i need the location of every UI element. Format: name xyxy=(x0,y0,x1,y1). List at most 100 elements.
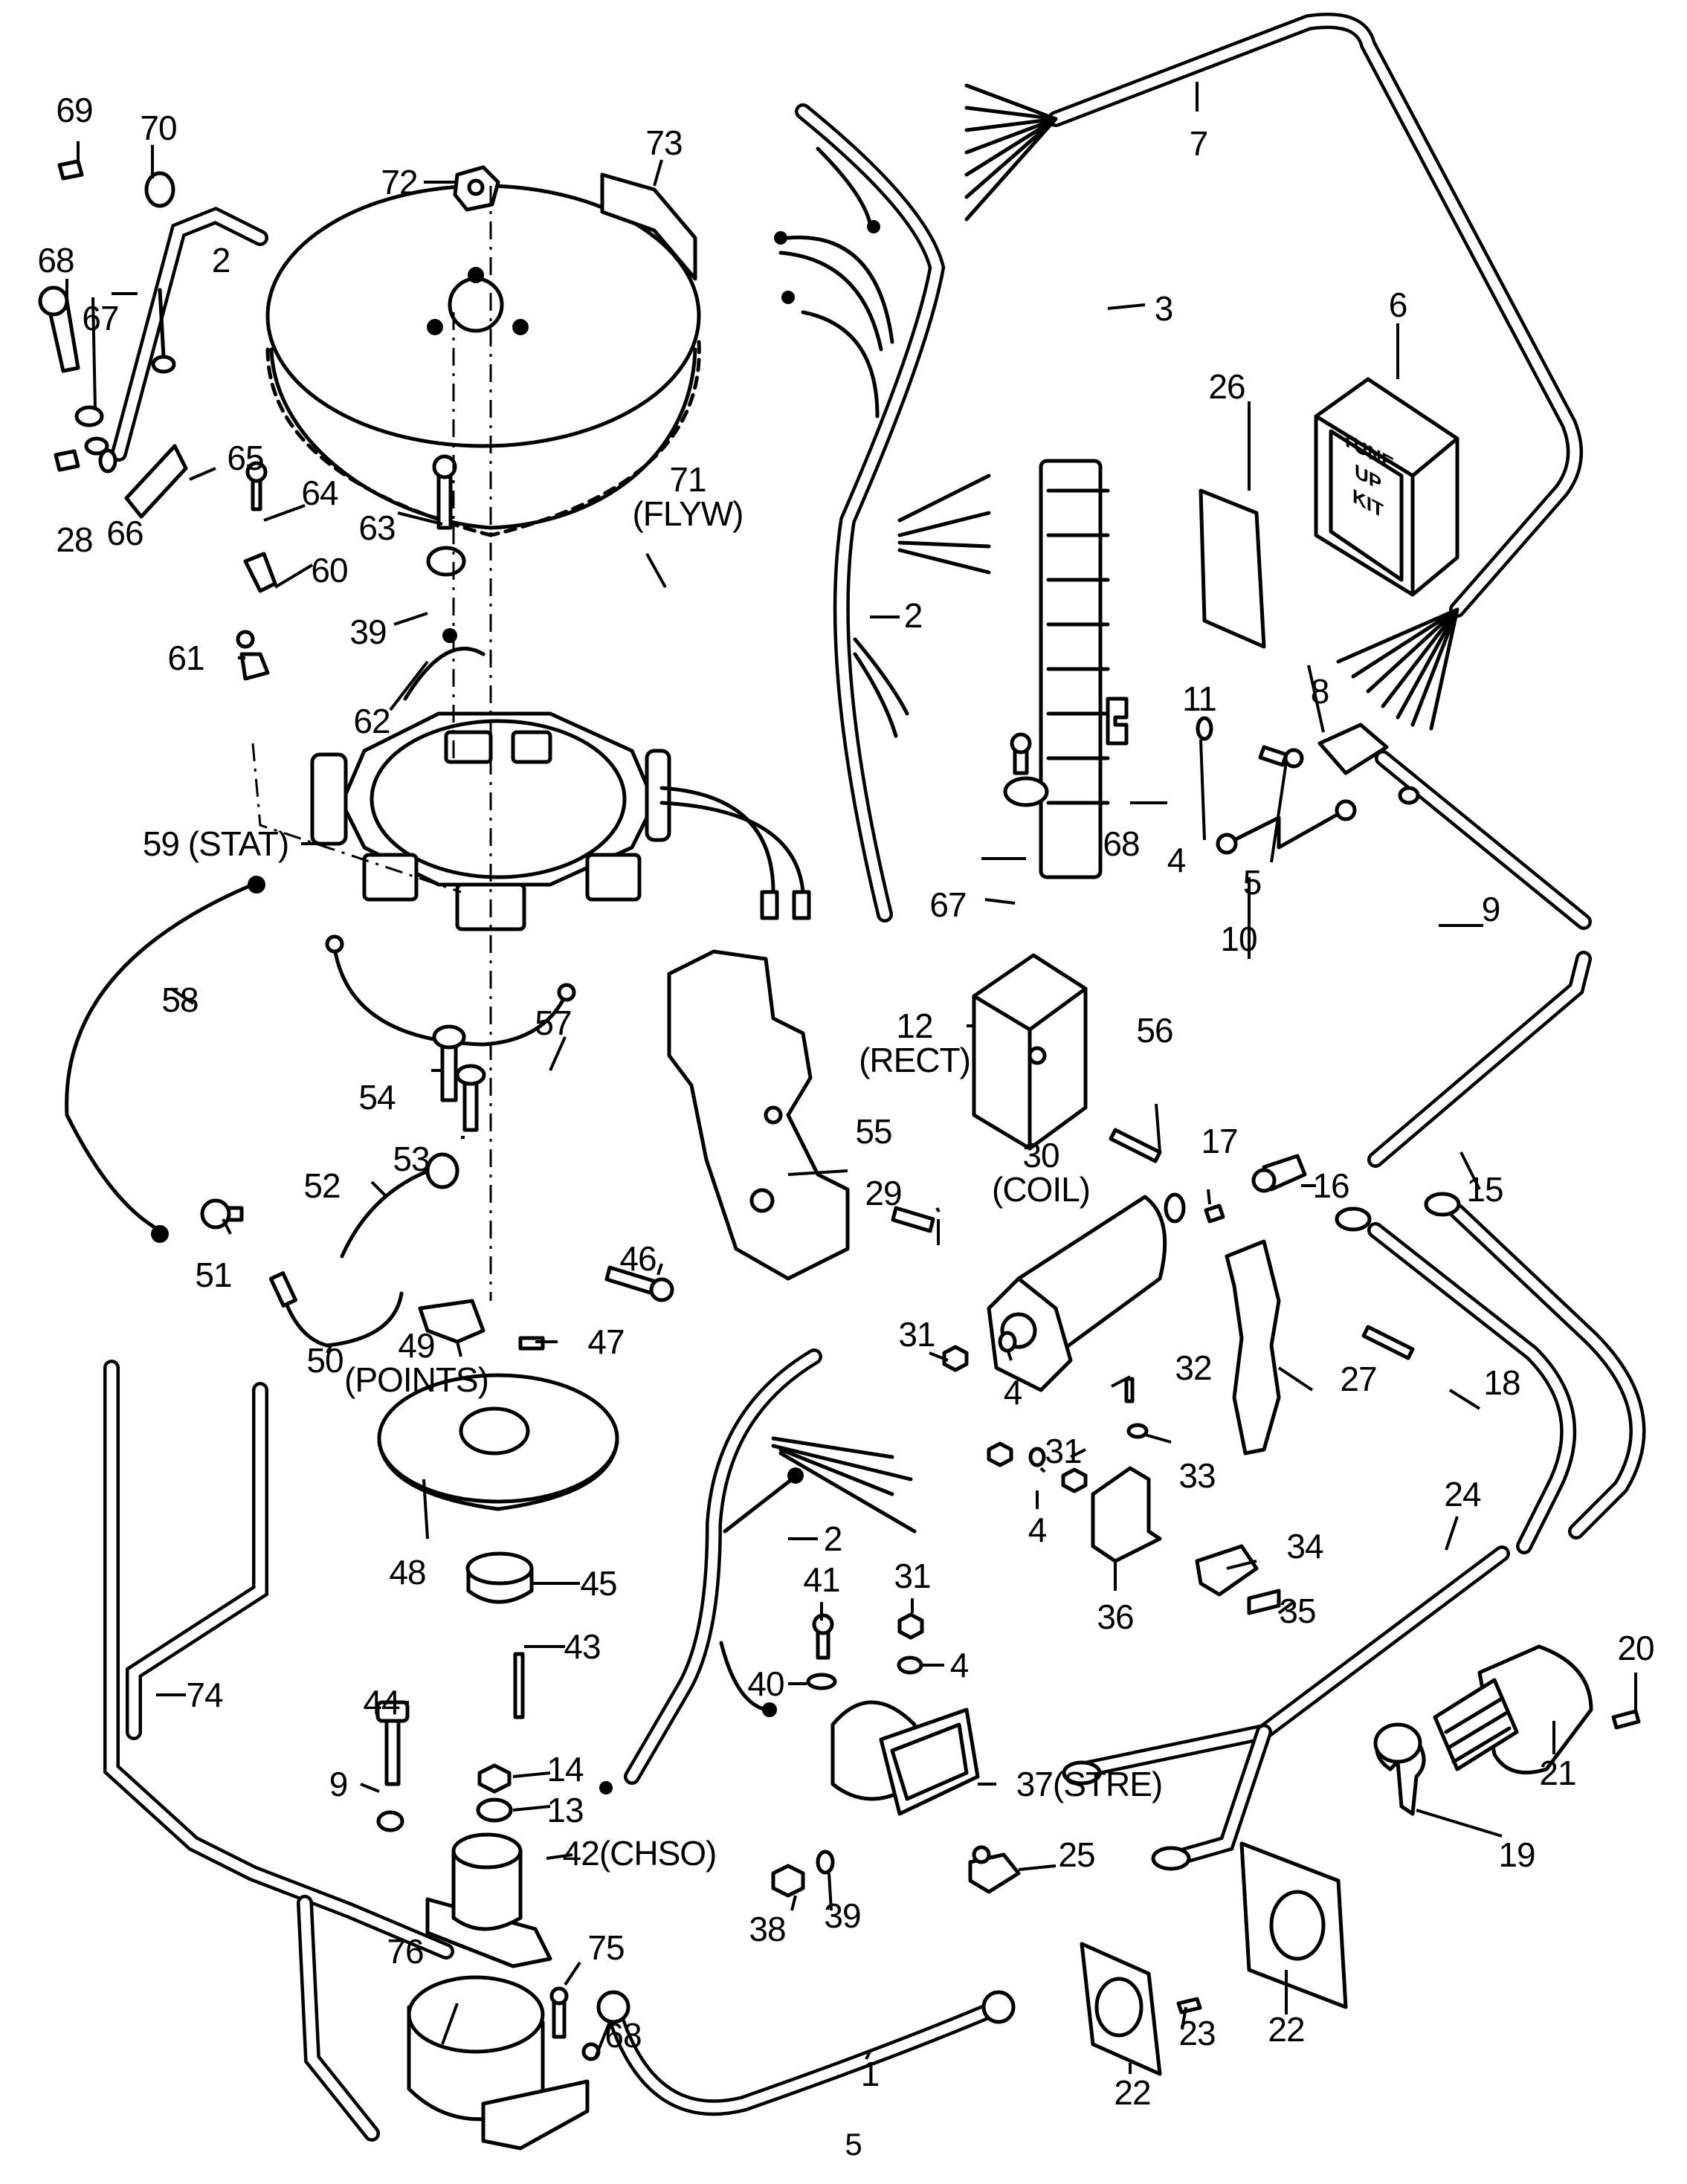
callout-6: 6 xyxy=(1388,285,1408,324)
callout-39: 39 xyxy=(349,613,387,651)
leader-lines xyxy=(65,82,1637,2074)
callout-15: 15 xyxy=(1466,1170,1503,1209)
callout-46: 46 xyxy=(619,1239,657,1278)
callout-42-number: 42 xyxy=(562,1834,600,1873)
callout-71-number: 71 xyxy=(669,460,706,499)
callout-62: 62 xyxy=(353,702,390,740)
callout-9b: 9 xyxy=(329,1765,349,1803)
callout-2b: 2 xyxy=(903,596,923,635)
terminal-block-part-3 xyxy=(1039,459,1129,879)
callout-59-number: 59 xyxy=(142,824,180,863)
rectifier-part-12 xyxy=(972,953,1088,1151)
callout-68: 68 xyxy=(37,241,74,280)
callout-72: 72 xyxy=(381,163,418,201)
callout-30-number: 30 xyxy=(1022,1136,1059,1175)
callout-24: 24 xyxy=(1444,1475,1481,1513)
callout-29: 29 xyxy=(865,1174,902,1212)
callout-55: 55 xyxy=(855,1112,892,1151)
callout-71: 71(FLYW) xyxy=(632,462,743,531)
callout-12: 12(RECT) xyxy=(859,1009,971,1079)
callout-70: 70 xyxy=(140,109,177,147)
callout-12-abbr: (RECT) xyxy=(859,1041,971,1079)
callout-42-abbr: (CHSO) xyxy=(599,1834,717,1873)
callout-33: 33 xyxy=(1178,1456,1216,1495)
callout-76: 76 xyxy=(387,1932,424,1971)
points-plate-part-48 xyxy=(377,1373,619,1511)
callout-67: 67 xyxy=(82,299,119,337)
callout-59: 59 (STAT) xyxy=(142,824,289,863)
callout-63: 63 xyxy=(358,508,396,547)
callout-45: 45 xyxy=(580,1564,617,1603)
callout-71-abbr: (FLYW) xyxy=(632,494,743,533)
callout-4d: 4 xyxy=(949,1646,970,1684)
callout-49-number: 49 xyxy=(398,1326,435,1365)
callout-3: 3 xyxy=(1154,289,1174,328)
callout-64: 64 xyxy=(301,474,338,512)
callout-32: 32 xyxy=(1175,1348,1212,1387)
callout-75: 75 xyxy=(587,1928,625,1967)
strip-part-73 xyxy=(600,172,697,281)
callout-66: 66 xyxy=(106,514,143,552)
callout-1: 1 xyxy=(860,2055,880,2093)
callout-68c: 68 xyxy=(604,2016,642,2055)
callout-31: 31 xyxy=(898,1315,935,1354)
callout-68b: 68 xyxy=(1103,824,1140,863)
callout-52: 52 xyxy=(303,1166,341,1205)
callout-21: 21 xyxy=(1539,1754,1576,1792)
callout-49-abbr: (POINTS) xyxy=(344,1360,489,1399)
callout-74: 74 xyxy=(186,1676,223,1714)
callout-53: 53 xyxy=(393,1140,430,1178)
callout-39b: 39 xyxy=(824,1896,861,1935)
callout-17: 17 xyxy=(1201,1122,1238,1160)
callout-73: 73 xyxy=(645,123,683,162)
callout-22: 22 xyxy=(1268,2010,1305,2049)
ignition-switch-part-21 xyxy=(1433,1644,1593,1774)
callout-36: 36 xyxy=(1097,1597,1134,1636)
callout-2: 2 xyxy=(211,241,231,280)
callout-31b: 31 xyxy=(1045,1432,1082,1470)
callout-69: 69 xyxy=(56,91,93,129)
callout-23: 23 xyxy=(1178,2014,1216,2052)
callout-20: 20 xyxy=(1617,1629,1654,1667)
callout-4b: 4 xyxy=(1003,1373,1023,1412)
callout-54: 54 xyxy=(358,1078,396,1117)
callout-34: 34 xyxy=(1286,1527,1323,1566)
callout-14: 14 xyxy=(546,1750,584,1789)
flywheel-part-71 xyxy=(265,184,701,537)
page-number: 5 xyxy=(845,2127,862,2162)
callout-38: 38 xyxy=(749,1910,786,1948)
callout-67b: 67 xyxy=(929,885,967,924)
callout-30-abbr: (COIL) xyxy=(992,1170,1091,1209)
callout-35: 35 xyxy=(1279,1592,1316,1630)
bracket-part-55 xyxy=(667,949,850,1281)
callout-8: 8 xyxy=(1310,672,1330,711)
callout-50: 50 xyxy=(306,1341,343,1380)
callout-60: 60 xyxy=(311,551,348,589)
ignition-coil-part-30 xyxy=(987,1192,1186,1392)
relay-part-76 xyxy=(407,1975,590,2151)
callout-56: 56 xyxy=(1136,1011,1173,1050)
callout-4c: 4 xyxy=(1028,1511,1048,1549)
label-strip-part-26 xyxy=(1199,488,1266,649)
callout-47: 47 xyxy=(587,1322,625,1361)
callout-44: 44 xyxy=(363,1683,400,1722)
callout-13: 13 xyxy=(546,1791,584,1829)
callout-43: 43 xyxy=(564,1627,601,1666)
callout-10: 10 xyxy=(1220,920,1257,958)
callout-40: 40 xyxy=(747,1664,784,1703)
tune-up-kit-part-6 xyxy=(1314,377,1459,597)
callout-57: 57 xyxy=(535,1004,572,1042)
nut-part-72 xyxy=(453,165,500,212)
callout-25: 25 xyxy=(1058,1835,1095,1874)
callout-58: 58 xyxy=(161,980,199,1019)
callout-5: 5 xyxy=(1242,863,1262,902)
callout-51: 51 xyxy=(195,1256,232,1294)
callout-42: 42(CHSO) xyxy=(563,1836,717,1870)
callout-7: 7 xyxy=(1189,124,1209,163)
callout-65: 65 xyxy=(227,439,264,477)
callout-37: 37(STRE) xyxy=(1016,1765,1164,1803)
callout-31c: 31 xyxy=(894,1557,931,1595)
callout-28: 28 xyxy=(56,520,93,559)
callout-37-number: 37 xyxy=(1016,1765,1054,1803)
